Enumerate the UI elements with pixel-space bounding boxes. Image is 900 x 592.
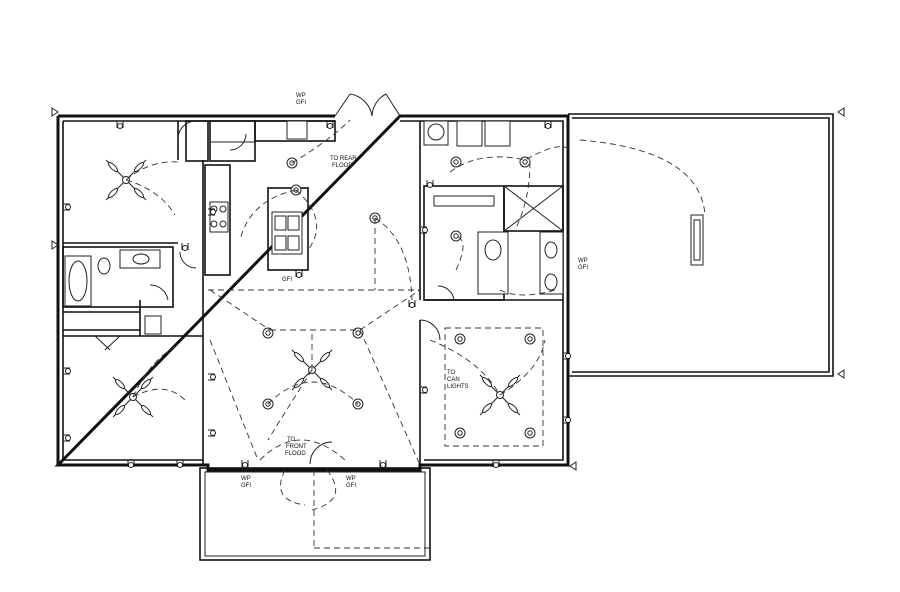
carport (568, 113, 834, 377)
outlet-icon (295, 270, 303, 278)
can-light-icon (450, 230, 462, 242)
wiring-runs (125, 119, 706, 511)
door-swings (94, 93, 455, 465)
to-can-lights-label-3: LIGHTS (447, 384, 469, 390)
outlet-icon (379, 460, 387, 468)
outlet-icon (176, 460, 184, 468)
outlet-icon (63, 203, 71, 211)
outlet-icon (420, 226, 428, 234)
can-light-icon (262, 327, 274, 339)
outlet-icon (208, 373, 216, 381)
outlet-icon (326, 121, 334, 129)
outlet-icon (63, 434, 71, 442)
can-light-icon (524, 427, 536, 439)
outlet-icon (426, 180, 434, 188)
outlet-icon (408, 300, 416, 308)
can-light-icon (454, 333, 466, 345)
ceiling-fan-icon (105, 159, 147, 201)
outlet-icon (420, 386, 428, 394)
outlet-icon (544, 121, 552, 129)
outlet-icon (116, 121, 124, 129)
annotations: TO REAR FLOOD TO FRONT FLOOD TO CAN LIGH… (241, 93, 588, 489)
outlet-icon (181, 243, 189, 251)
to-can-lights-label-1: TO (447, 370, 456, 376)
ceiling-fan-icon (479, 374, 521, 416)
wp-label-porch-left: WP (241, 476, 251, 482)
to-rear-flood-label-1: TO REAR (330, 156, 357, 162)
gfi-label-top: GFI (296, 100, 306, 106)
wp-label-top: WP (296, 93, 306, 99)
outlet-icon (208, 208, 216, 216)
to-rear-flood-label-2: FLOOD (332, 163, 353, 169)
gfi-label-porch-right: GFI (346, 483, 356, 489)
section-markers (51, 107, 845, 471)
can-light-icon (450, 156, 462, 168)
to-front-flood-label-1: TO (287, 437, 296, 443)
ceiling-fan-icon (112, 376, 154, 418)
gfi-label-porch-left: GFI (241, 483, 251, 489)
ceiling-fans (105, 159, 521, 418)
gfi-label-right: GFI (578, 265, 588, 271)
outlet-icon (63, 367, 71, 375)
can-light-icon (454, 427, 466, 439)
outlet-icon (208, 429, 216, 437)
outlet-icon (563, 416, 571, 424)
to-front-flood-label-2: FRONT (286, 444, 307, 450)
can-light-icon (524, 333, 536, 345)
outlet-icon (492, 460, 500, 468)
front-porch (199, 467, 431, 561)
wp-label-porch-right: WP (346, 476, 356, 482)
outlets (63, 121, 571, 468)
to-can-lights-label-2: CAN (447, 377, 460, 383)
interior-walls (62, 120, 564, 465)
to-front-flood-label-3: FLOOD (285, 451, 306, 457)
outlet-icon (241, 460, 249, 468)
outlet-icon (563, 352, 571, 360)
gfi-label-island: GFI (282, 277, 292, 283)
wp-label-right: WP (578, 258, 588, 264)
ceiling-fan-icon (291, 349, 333, 391)
outlet-icon (127, 460, 135, 468)
